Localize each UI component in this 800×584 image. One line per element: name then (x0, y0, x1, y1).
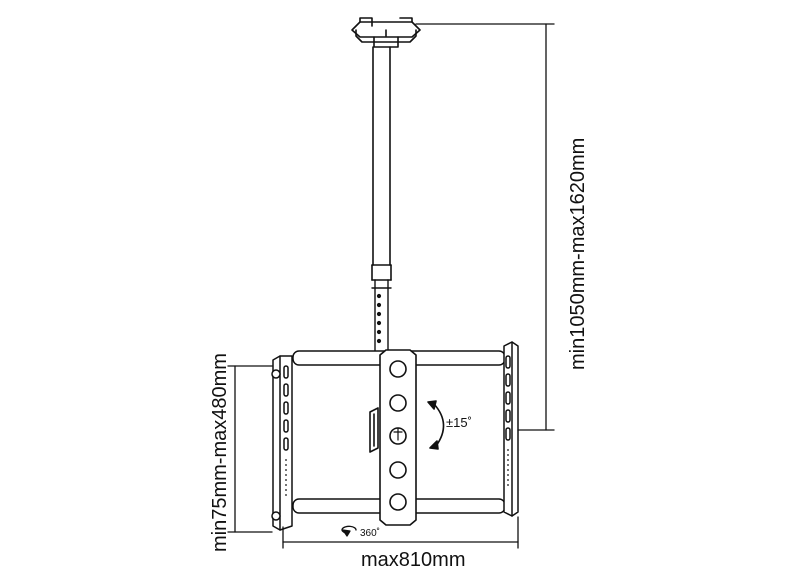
vesa-width-label: max810mm (361, 549, 465, 571)
height-range-label: min1050mm-max1620mm (567, 138, 589, 370)
vesa-height-label: min75mm-max480mm (209, 353, 231, 552)
vesa-height-dimension-lines (227, 365, 273, 533)
lower-pole (371, 279, 392, 353)
swivel-label: 360˚ (360, 527, 380, 539)
height-dimension-lines (415, 23, 555, 431)
upper-pole (371, 46, 392, 281)
central-plate (369, 349, 417, 526)
right-vertical-bracket (503, 341, 519, 517)
tilt-arrow-icon (427, 400, 445, 450)
vesa-width-dimension-lines (282, 516, 519, 549)
left-vertical-bracket (271, 355, 293, 531)
ceiling-plate (351, 17, 421, 48)
tilt-label: ±15˚ (446, 415, 472, 430)
swivel-arrow-icon (341, 525, 357, 537)
